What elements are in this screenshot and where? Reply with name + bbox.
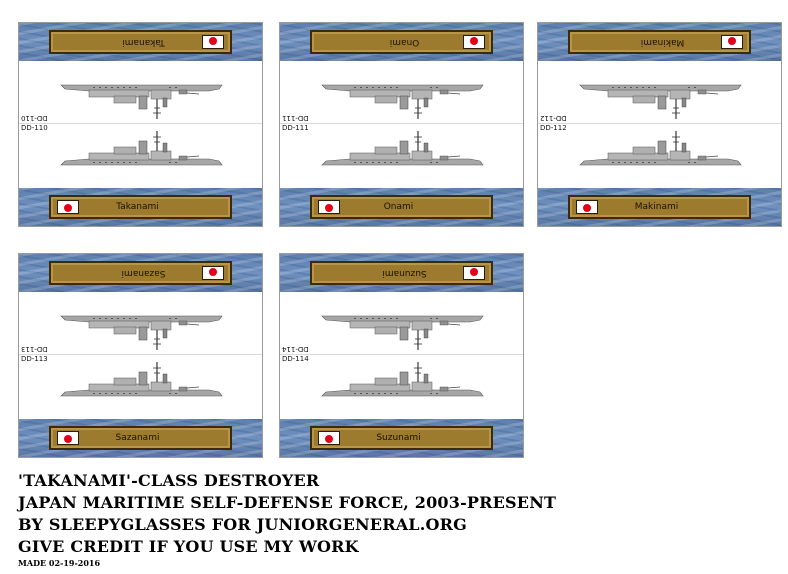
destroyer-silhouette-icon — [320, 306, 485, 350]
ship-card-takanami: Takanami DD-110 DD-110 Takanami — [18, 22, 263, 227]
caption-author: BY SLEEPYGLASSES FOR JUNIORGENERAL.ORG — [18, 515, 468, 534]
destroyer-silhouette-icon — [59, 75, 224, 119]
hull-number-label: DD-114 — [282, 345, 309, 353]
name-plate-top: Onami — [310, 30, 493, 54]
divider — [280, 123, 523, 124]
sea-strip-top: Onami — [280, 23, 523, 61]
name-plate-bottom: Suzunami — [310, 426, 493, 450]
divider — [538, 123, 781, 124]
divider — [19, 354, 262, 355]
japan-flag-icon — [57, 431, 79, 445]
ship-name-label: Takanami — [116, 202, 159, 212]
japan-flag-icon — [57, 200, 79, 214]
japan-flag-icon — [463, 35, 485, 49]
japan-flag-icon — [463, 266, 485, 280]
caption-block: 'TAKANAMI'-CLASS DESTROYER JAPAN MARITIM… — [18, 470, 556, 558]
sea-strip-bottom: Takanami — [19, 188, 262, 226]
sea-strip-bottom: Sazanami — [19, 419, 262, 457]
hull-number-label: DD-113 — [21, 355, 48, 363]
ship-card-sazanami: Sazanami DD-113 DD-113 Sazanami — [18, 253, 263, 458]
ship-name-label: Sazanami — [115, 433, 160, 443]
hull-number-label: DD-110 — [21, 114, 48, 122]
ship-name-label: Makinami — [640, 37, 685, 47]
japan-flag-icon — [202, 35, 224, 49]
hull-number-label: DD-111 — [282, 124, 309, 132]
hull-number-label: DD-112 — [540, 114, 567, 122]
name-plate-top: Makinami — [568, 30, 751, 54]
caption-credit: GIVE CREDIT IF YOU USE MY WORK — [18, 537, 359, 556]
name-plate-top: Sazanami — [49, 261, 232, 285]
sea-strip-bottom: Makinami — [538, 188, 781, 226]
destroyer-silhouette-icon — [59, 306, 224, 350]
japan-flag-icon — [721, 35, 743, 49]
name-plate-bottom: Sazanami — [49, 426, 232, 450]
caption-force: JAPAN MARITIME SELF-DEFENSE FORCE, 2003-… — [18, 493, 557, 512]
divider — [19, 123, 262, 124]
ship-name-label: Sazanami — [121, 268, 166, 278]
caption-title: 'TAKANAMI'-CLASS DESTROYER — [18, 471, 320, 490]
ship-card-suzunami: Suzunami DD-114 DD-114 Suzunami — [279, 253, 524, 458]
japan-flag-icon — [318, 200, 340, 214]
name-plate-bottom: Takanami — [49, 195, 232, 219]
ship-name-label: Onami — [389, 37, 420, 47]
ship-name-label: Onami — [383, 202, 414, 212]
sea-strip-top: Takanami — [19, 23, 262, 61]
sea-strip-bottom: Suzunami — [280, 419, 523, 457]
japan-flag-icon — [576, 200, 598, 214]
name-plate-bottom: Makinami — [568, 195, 751, 219]
hull-number-label: DD-113 — [21, 345, 48, 353]
japan-flag-icon — [318, 431, 340, 445]
hull-number-label: DD-110 — [21, 124, 48, 132]
hull-number-label: DD-114 — [282, 355, 309, 363]
japan-flag-icon — [202, 266, 224, 280]
destroyer-silhouette-icon — [578, 75, 743, 119]
name-plate-top: Takanami — [49, 30, 232, 54]
sea-strip-top: Sazanami — [19, 254, 262, 292]
made-date: MADE 02-19-2016 — [18, 558, 101, 568]
sea-strip-top: Makinami — [538, 23, 781, 61]
hull-number-label: DD-112 — [540, 124, 567, 132]
name-plate-bottom: Onami — [310, 195, 493, 219]
hull-number-label: DD-111 — [282, 114, 309, 122]
destroyer-silhouette-icon — [578, 131, 743, 175]
destroyer-silhouette-icon — [59, 131, 224, 175]
ship-name-label: Makinami — [634, 202, 679, 212]
sea-strip-bottom: Onami — [280, 188, 523, 226]
sea-strip-top: Suzunami — [280, 254, 523, 292]
destroyer-silhouette-icon — [320, 131, 485, 175]
name-plate-top: Suzunami — [310, 261, 493, 285]
ship-card-onami: Onami DD-111 DD-111 Onami — [279, 22, 524, 227]
destroyer-silhouette-icon — [320, 362, 485, 406]
divider — [280, 354, 523, 355]
ship-card-makinami: Makinami DD-112 DD-112 Makinami — [537, 22, 782, 227]
destroyer-silhouette-icon — [320, 75, 485, 119]
ship-name-label: Suzunami — [382, 268, 427, 278]
ship-name-label: Takanami — [122, 37, 165, 47]
destroyer-silhouette-icon — [59, 362, 224, 406]
ship-name-label: Suzunami — [376, 433, 421, 443]
